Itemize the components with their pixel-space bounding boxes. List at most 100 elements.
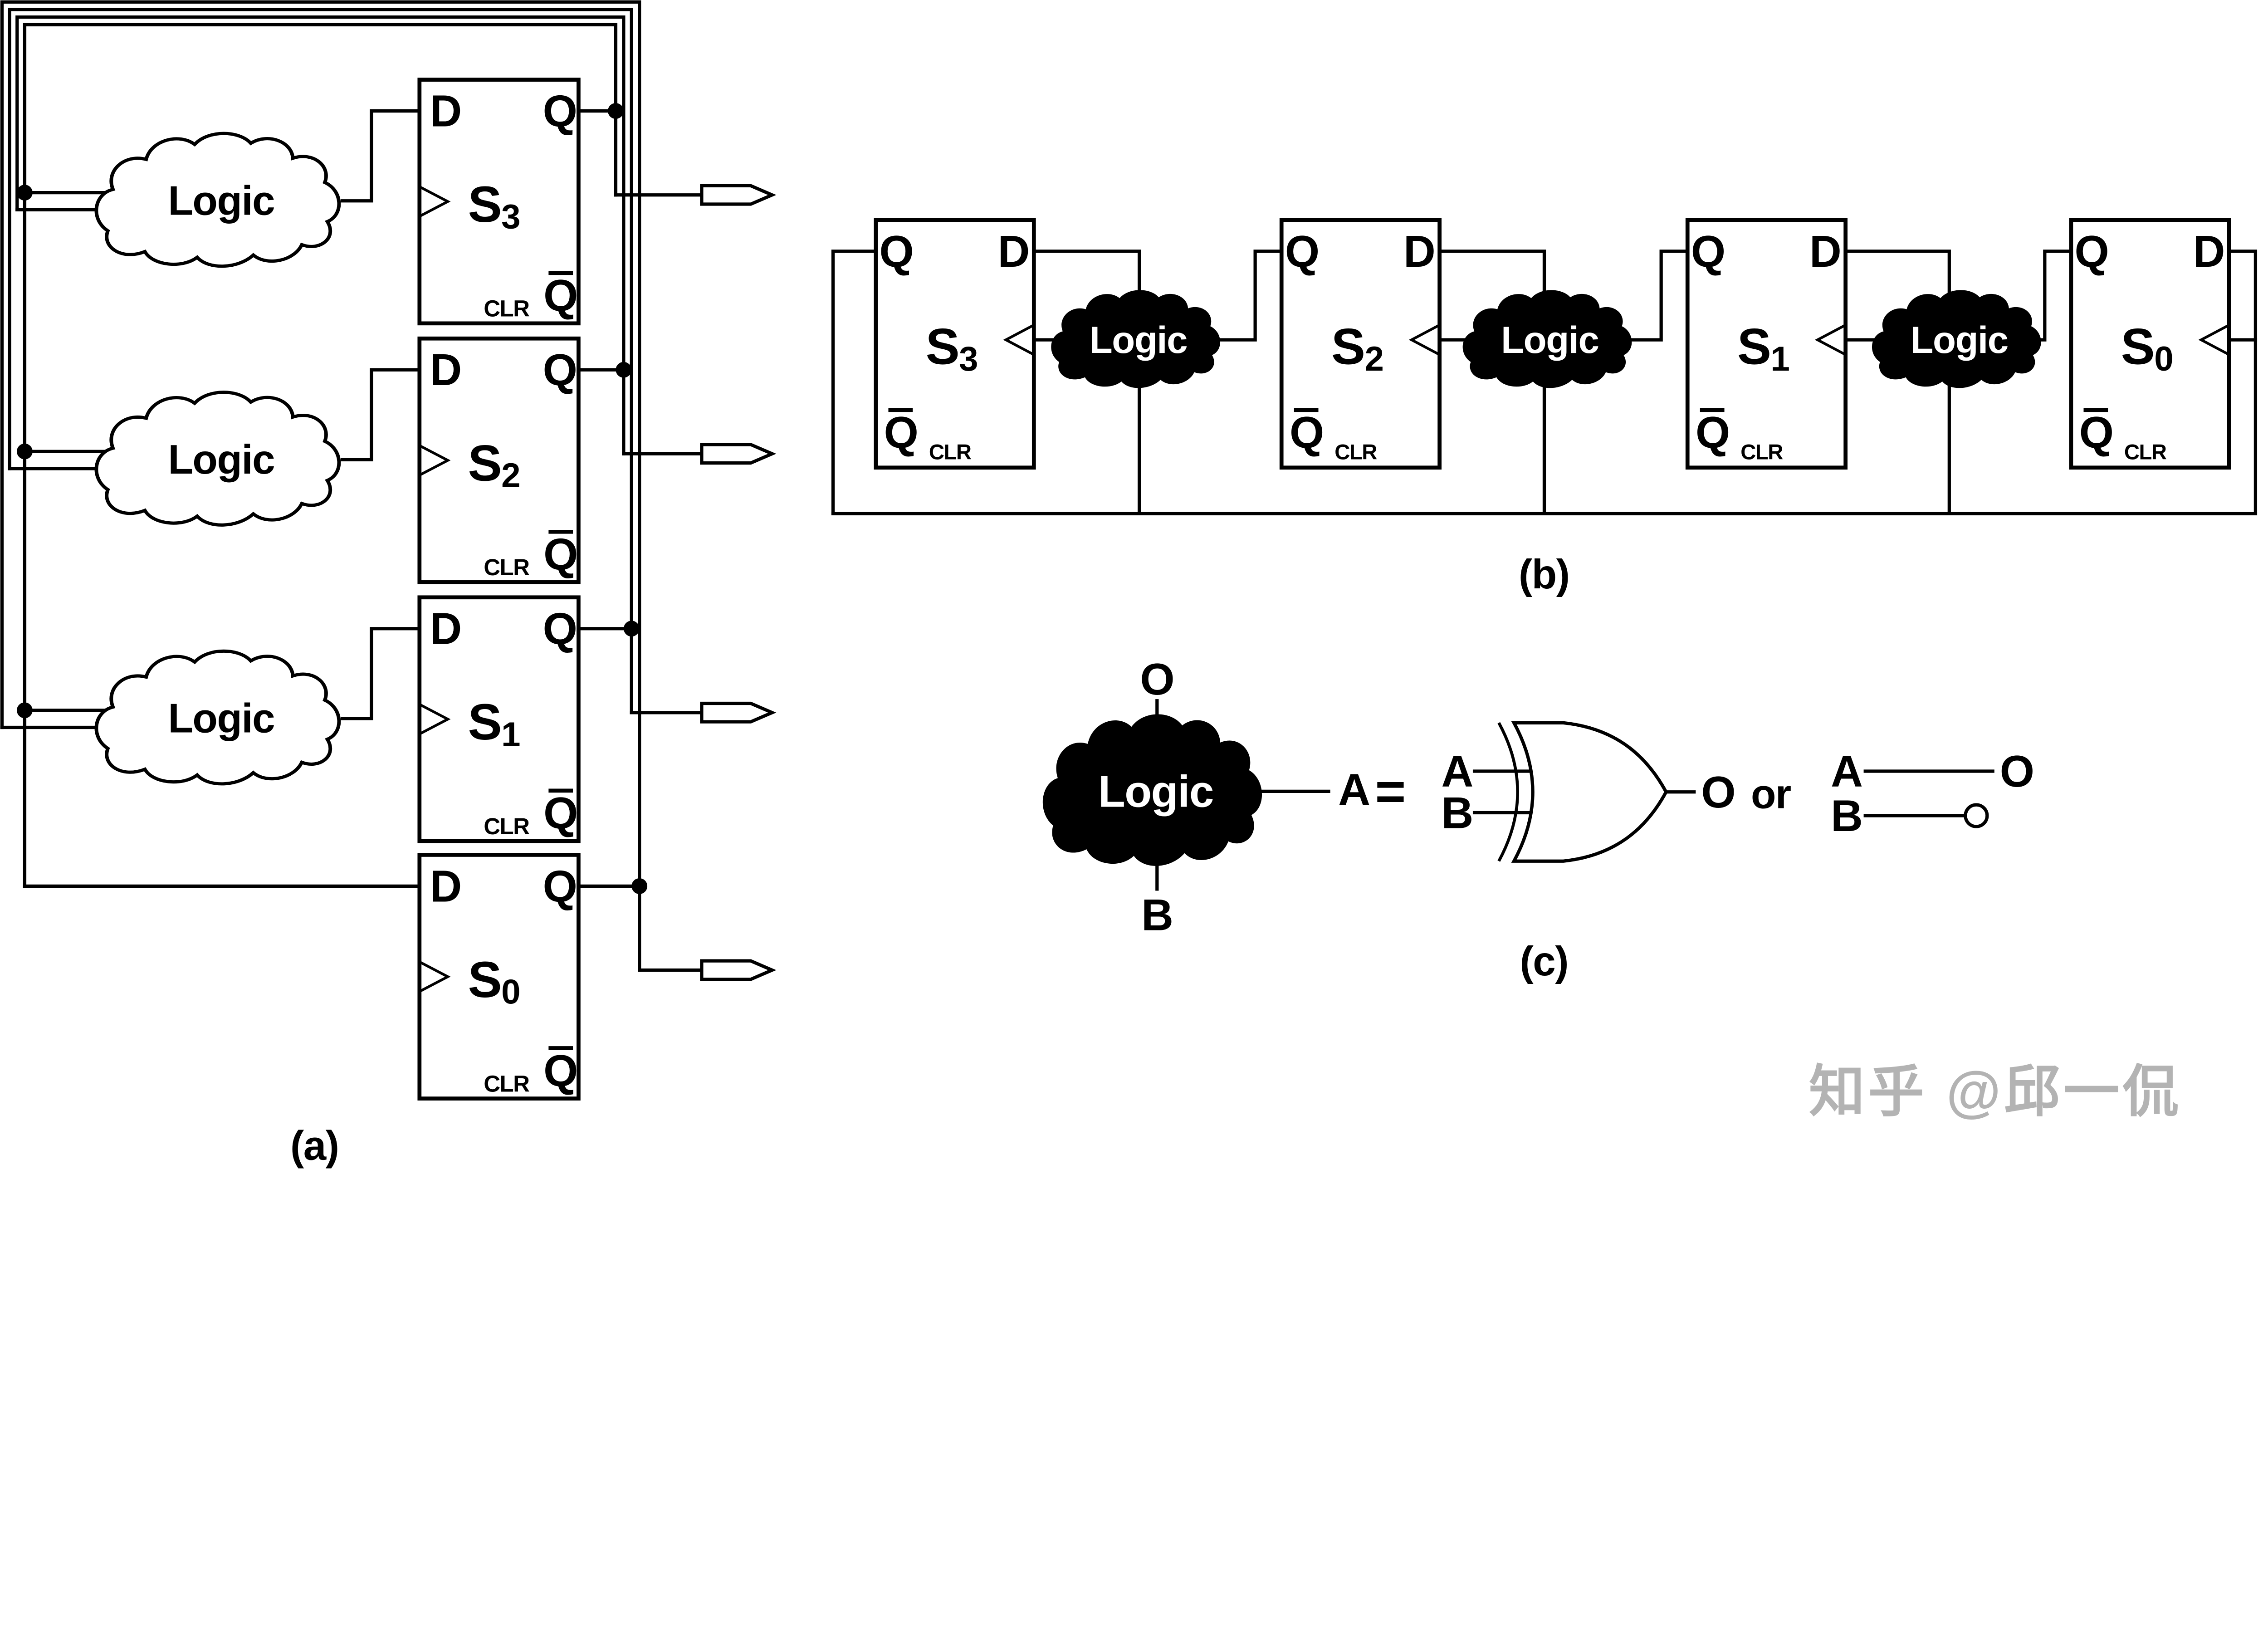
clock-triangle-icon xyxy=(419,703,451,735)
d-pin-label: D xyxy=(430,345,461,395)
flipflop-a-s2: D Q S2 Q CLR xyxy=(417,336,581,584)
section-a: Logic Logic Logic D Q S3 Q CLR D Q S2 Q … xyxy=(0,0,777,1169)
clock-triangle-icon xyxy=(419,186,451,218)
section-c: Logic O A B = A B O or A O B (c) xyxy=(1042,654,2034,984)
flipflop-b-s2: Q D S2 Q CLR xyxy=(1279,218,1442,470)
flipflop-a-s1: D Q S1 Q CLR xyxy=(417,595,581,843)
junction-dots-a xyxy=(17,103,648,894)
legend-input-a-label: A xyxy=(1338,765,1369,815)
clr-pin-label: CLR xyxy=(484,1071,529,1096)
buffer-input-a-label: A xyxy=(1831,746,1862,796)
clock-triangle-icon xyxy=(419,444,451,477)
junction-dot xyxy=(608,103,624,119)
q-pin-label: Q xyxy=(880,226,914,276)
clock-triangle-icon xyxy=(1408,323,1440,356)
q-pin-label: Q xyxy=(543,604,577,654)
junction-dot xyxy=(616,362,632,378)
clock-triangle-icon xyxy=(419,960,451,993)
logic-label: Logic xyxy=(1098,766,1213,816)
d-pin-label: D xyxy=(1403,226,1435,276)
d-pin-label: D xyxy=(998,226,1029,276)
clr-pin-label: CLR xyxy=(484,813,529,839)
xor-input-a-label: A xyxy=(1441,746,1472,796)
q-pin-label: Q xyxy=(1691,226,1725,276)
logic-clouds-b: Logic Logic Logic xyxy=(1051,290,2041,388)
clock-triangle-icon xyxy=(1814,323,1847,356)
output-arrow xyxy=(700,959,777,981)
watermark: 知乎 @邱一侃 xyxy=(1809,1060,2182,1123)
qbar-pin-label: Q xyxy=(884,407,918,457)
output-arrow xyxy=(700,701,777,724)
q-pin-label: Q xyxy=(543,345,577,395)
qbar-pin-label: Q xyxy=(2079,407,2113,457)
ff-name: S2 xyxy=(468,435,520,495)
ff-name: S1 xyxy=(468,693,520,753)
clr-pin-label: CLR xyxy=(1740,440,1783,464)
d-pin-label: D xyxy=(1809,226,1841,276)
qbar-pin-label: Q xyxy=(1696,407,1730,457)
qbar-pin-label: Q xyxy=(543,1046,577,1096)
output-arrow xyxy=(700,443,777,465)
equals-sign: = xyxy=(1375,762,1405,821)
ff-name: S3 xyxy=(926,318,978,378)
legend-output-label: O xyxy=(1140,654,1174,704)
q-pin-label: Q xyxy=(2075,226,2109,276)
clr-pin-label: CLR xyxy=(484,296,529,322)
q-pin-label: Q xyxy=(1285,226,1319,276)
shift-register-diagram: Logic Logic Logic D Q S3 Q CLR D Q S2 Q … xyxy=(0,0,2258,1169)
clr-pin-label: CLR xyxy=(484,554,529,580)
d-pin-label: D xyxy=(430,86,461,136)
qbar-pin-label: Q xyxy=(543,529,577,579)
logic-clouds-a: Logic Logic Logic xyxy=(96,133,339,784)
no-connect-bubble-icon xyxy=(1964,803,1989,828)
qbar-pin-label: Q xyxy=(543,788,577,838)
flipflop-b-s0: Q D S0 Q CLR xyxy=(2069,218,2231,470)
ff-name: S2 xyxy=(1331,318,1383,378)
junction-dot xyxy=(17,185,33,201)
ff-name: S0 xyxy=(468,951,520,1011)
logic-label: Logic xyxy=(1910,318,2008,361)
wire-alternative-group: A O B xyxy=(1831,746,2034,841)
qbar-pin-label: Q xyxy=(1290,407,1324,457)
clock-triangle-icon xyxy=(2198,323,2230,356)
legend-input-b-label: B xyxy=(1141,890,1173,940)
legend-cloud-group: Logic O A B xyxy=(1042,654,1370,940)
xor-gate-group: A B O xyxy=(1441,721,1736,863)
logic-label: Logic xyxy=(1090,318,1187,361)
section-b: Logic Logic Logic Q D S3 Q CLR Q D S2 Q … xyxy=(831,218,2258,597)
clr-pin-label: CLR xyxy=(1334,440,1377,464)
flipflop-b-s3: Q D S3 Q CLR xyxy=(874,218,1036,470)
d-pin-label: D xyxy=(430,861,461,911)
xor-gate-body xyxy=(1511,721,1668,863)
flipflop-b-s1: Q D S1 Q CLR xyxy=(1685,218,1848,470)
logic-label: Logic xyxy=(168,178,274,224)
flipflop-a-s0: D Q S0 Q CLR xyxy=(417,853,581,1101)
logic-label: Logic xyxy=(168,695,274,741)
junction-dot xyxy=(623,621,640,637)
logic-label: Logic xyxy=(1501,318,1598,361)
ff-name: S1 xyxy=(1737,318,1789,378)
circuit-figure: Logic Logic Logic D Q S3 Q CLR D Q S2 Q … xyxy=(0,0,2258,1169)
output-arrows-a xyxy=(700,184,777,981)
q-pin-label: Q xyxy=(543,86,577,136)
flipflop-a-s3: D Q S3 Q CLR xyxy=(417,78,581,326)
xor-input-b-label: B xyxy=(1441,788,1472,838)
ff-name: S0 xyxy=(2121,318,2173,378)
q-pin-label: Q xyxy=(543,861,577,911)
clr-pin-label: CLR xyxy=(2124,440,2167,464)
caption-b: (b) xyxy=(1519,552,1569,597)
caption-a: (a) xyxy=(290,1123,339,1169)
ff-name: S3 xyxy=(468,176,520,236)
clock-triangle-icon xyxy=(1003,323,1035,356)
buffer-output-label: O xyxy=(2000,746,2034,796)
junction-dot xyxy=(631,878,648,894)
d-pin-label: D xyxy=(2193,226,2224,276)
output-arrow xyxy=(700,184,777,206)
clr-pin-label: CLR xyxy=(929,440,972,464)
xor-gate-back-arc xyxy=(1497,722,1519,862)
xor-output-label: O xyxy=(1701,767,1735,817)
caption-c: (c) xyxy=(1520,939,1568,984)
junction-dot xyxy=(17,702,33,719)
junction-dot xyxy=(17,443,33,460)
logic-label: Logic xyxy=(168,437,274,483)
